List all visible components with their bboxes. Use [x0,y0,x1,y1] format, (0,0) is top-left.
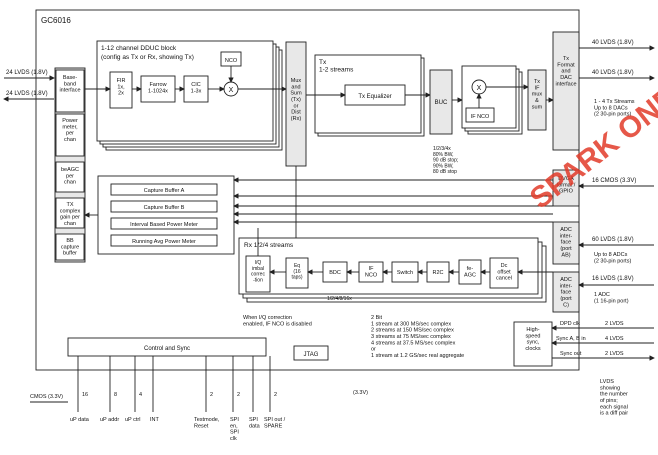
adc1-note: 1 ADC(1 16-pin port) [594,292,629,304]
tx-gain-block [55,197,85,229]
nco-label: NCO [225,58,238,64]
adc-ab-block [552,221,580,265]
feagc-label: fe-AGC [464,266,476,278]
adcs-note: Up to 8 ADCs(2 30-pin ports) [594,252,631,264]
adc-c-block [552,271,580,313]
power-meter-block [55,113,85,157]
lvds-in-2-label: 24 LVDS (1.8V) [6,91,48,97]
lvds40-1-label: 40 LVDS (1.8V) [592,40,634,46]
cmos33b-label: (3.3V) [353,390,368,396]
cmos33-label: CMOS (3.3V) [30,394,63,400]
farrow-block [140,75,176,103]
int-label: INT [150,417,160,423]
spi-out-label: SPI out /SPARE [264,417,286,429]
capture-a-block [110,183,218,196]
running-power-block [110,234,218,247]
buc-label: BUC [435,100,448,106]
lvds-in-1-label: 24 LVDS (1.8V) [6,70,48,76]
bb-capture-block [55,233,85,261]
baseband-interface-block [55,69,85,113]
running-power-label: Running Avg Power Meter [132,239,196,245]
w8: 8 [114,392,117,398]
up-ctrl-label: uP ctrl [125,417,141,423]
dc-offset-block [489,257,519,289]
buc-block [429,69,453,135]
lvds40-2-label: 40 LVDS (1.8V) [592,70,634,76]
dduc-subtitle: (config as Tx or Rx, showing Tx) [101,54,194,61]
tx-format-block [552,31,580,151]
r2c-label: R2C [432,270,443,276]
capture-a-label: Capture Buffer A [144,188,185,194]
rx-rate: 1/2/4/8/16x [327,296,352,302]
lvds2a-label: 2 LVDS [605,321,624,327]
switch-label: Switch [397,270,413,276]
iq-block [245,255,271,293]
lvds60-label: 60 LVDS (1.8V) [592,237,634,243]
capture-b-label: Capture Buffer B [144,205,185,211]
control-sync-label: Control and Sync [144,346,190,352]
interval-power-label: Interval Based Power Meter [130,222,198,228]
w2c: 2 [274,392,277,398]
dduc-title: 1-12 channel DDUC block [101,45,177,52]
bdc-label: BDC [329,270,341,276]
cmos16-label: 16 CMOS (3.3V) [592,178,636,184]
up-data-label: uP data [70,417,90,423]
lvds4-label: 4 LVDS [605,336,624,342]
lvds16-label: 16 LVDS (1.8V) [592,276,634,282]
cic-block [183,75,209,103]
w4: 4 [139,392,142,398]
w2b: 2 [237,392,240,398]
sync-out-label: Sync out [560,351,582,357]
testmode-label: Testmode,Reset [194,417,220,429]
chip-label: GC6016 [41,16,71,25]
lvds2b-label: 2 LVDS [605,351,624,357]
interval-power-block [110,217,218,230]
svg-text:X: X [477,85,482,92]
mixer-label: X [229,87,234,94]
dpd-clk-label: DPD clk [560,321,580,327]
if-nco-block [465,107,495,123]
w16: 16 [82,392,88,398]
jtag-label: JTAG [304,352,319,358]
jtag-block [293,345,329,361]
capture-b-block [110,200,218,213]
beagc-block [55,161,85,193]
tx-equalizer-label: Tx Equalizer [358,94,391,100]
rx-title: Rx 1/2/4 streams [244,242,294,249]
up-addr-label: uP addr [100,417,119,423]
if-nco-label: IF NCO [471,114,490,120]
w2a: 2 [210,392,213,398]
control-sync-block [67,337,267,357]
sync-ab-label: Sync A, B in [556,336,586,342]
